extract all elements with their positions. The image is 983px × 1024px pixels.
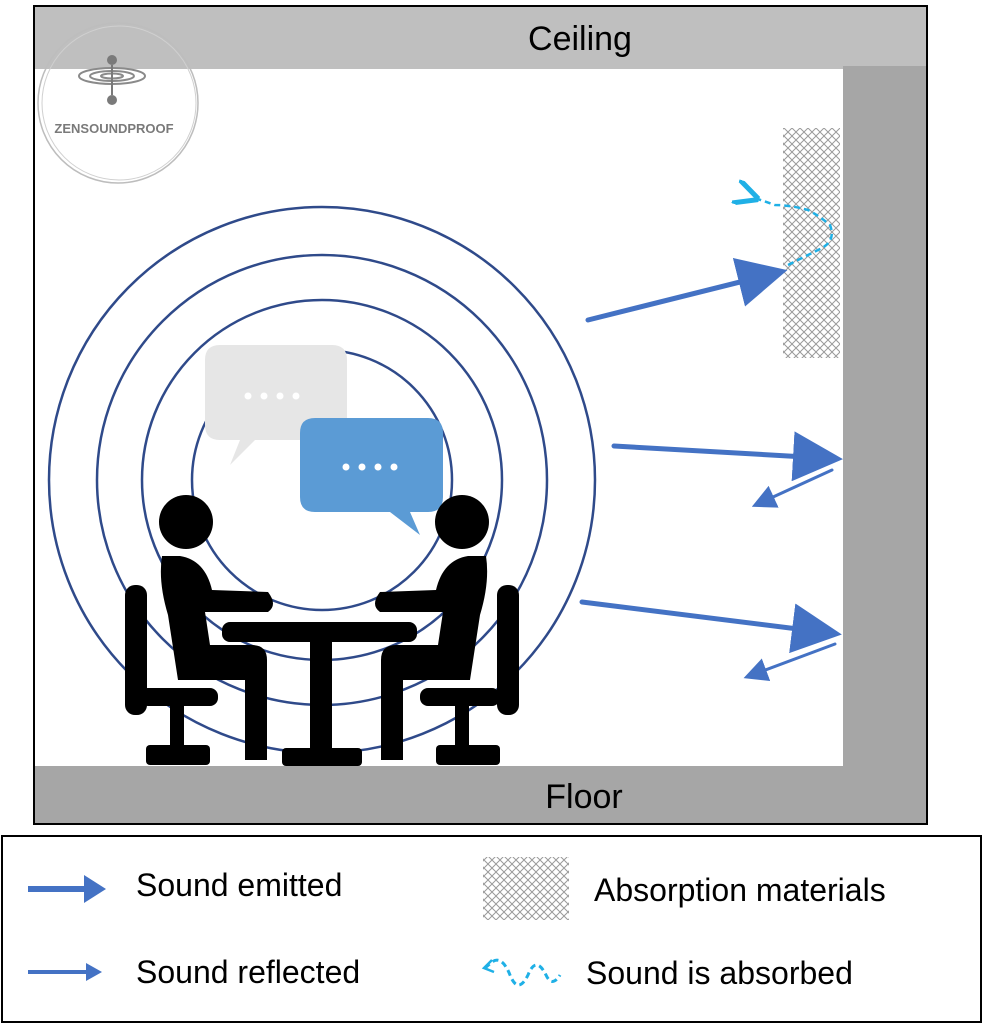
legend-label-sound-emitted: Sound emitted	[136, 867, 342, 903]
reflected-arrow-middle	[751, 468, 834, 508]
reflected-arrows	[743, 468, 837, 681]
legend-item-sound-reflected: Sound reflected	[28, 954, 360, 990]
absorbed-wave	[752, 197, 833, 267]
emitted-arrow-upper	[585, 258, 788, 323]
emitted-arrow-middle	[611, 431, 843, 482]
legend-item-sound-emitted: Sound emitted	[28, 867, 342, 903]
emitted-arrows	[579, 258, 843, 654]
floor-label: Floor	[545, 778, 622, 816]
absorption-panel	[783, 128, 840, 358]
crosshatch-swatch	[483, 857, 569, 920]
zensoundproof-logo: ZENSOUNDPROOF	[37, 22, 199, 184]
right-wall	[843, 66, 926, 766]
logo-text: ZENSOUNDPROOF	[54, 121, 173, 136]
ceiling-label: Ceiling	[528, 20, 632, 58]
emitted-arrow-lower	[579, 599, 842, 654]
dashed-wave-icon	[484, 958, 562, 987]
reflected-arrow-lower	[743, 642, 837, 681]
people-at-table	[125, 495, 519, 766]
legend-label-sound-is-absorbed: Sound is absorbed	[586, 955, 853, 991]
floor	[35, 766, 926, 823]
legend-item-sound-is-absorbed: Sound is absorbed	[481, 955, 853, 991]
speech-bubble-blue	[300, 418, 443, 535]
legend-label-sound-reflected: Sound reflected	[136, 954, 360, 990]
legend-item-absorption-materials: Absorption materials	[483, 857, 886, 920]
room-frame	[33, 5, 928, 825]
legend-label-absorption-materials: Absorption materials	[594, 872, 886, 908]
ceiling	[35, 7, 926, 69]
